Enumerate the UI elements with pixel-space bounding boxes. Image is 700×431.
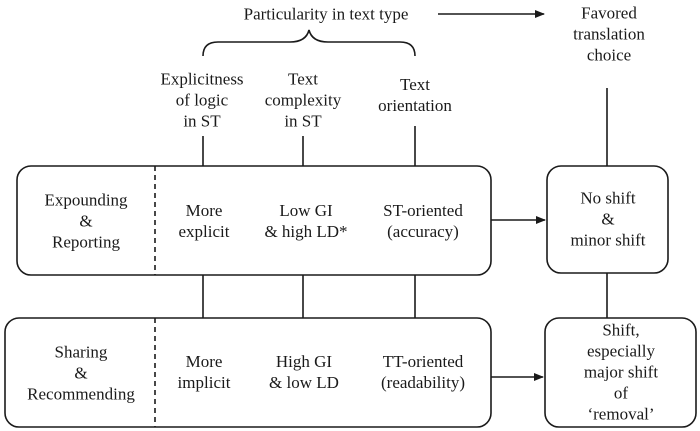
particularity-heading: Particularity in text type — [243, 4, 409, 24]
row2-box — [4, 317, 492, 428]
row1-category: Expounding & Reporting — [44, 190, 128, 252]
outcome2-box — [544, 317, 697, 428]
row1-orientation: ST-oriented (accuracy) — [383, 201, 463, 241]
row2-outcome: Shift, especially major shift of ‘remova… — [583, 320, 659, 424]
row2-explicitness: More implicit — [177, 352, 231, 392]
orientation-label: Text orientation — [378, 75, 452, 115]
row2-orientation: TT-oriented (readability) — [380, 352, 466, 392]
grouping-brace — [202, 29, 416, 57]
explicitness-label: Explicitness of logic in ST — [160, 69, 244, 131]
row2-complexity: High GI & low LD — [269, 352, 339, 392]
favored-choice-heading: Favored translation choice — [573, 3, 645, 65]
row1-explicitness: More explicit — [178, 201, 230, 241]
row2-category: Sharing & Recommending — [27, 342, 135, 404]
complexity-label: Text complexity in ST — [264, 69, 342, 131]
row1-complexity: Low GI & high LD* — [264, 201, 348, 241]
row1-outcome: No shift & minor shift — [570, 188, 646, 250]
